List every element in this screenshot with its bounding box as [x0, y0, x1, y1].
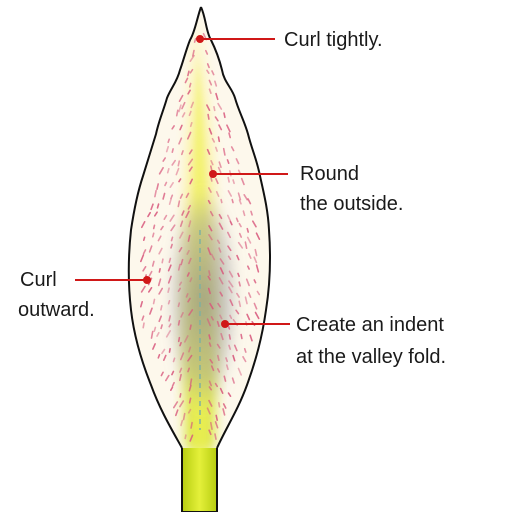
- speckle-mark: [153, 233, 154, 236]
- speckle-mark: [180, 343, 181, 346]
- annotation-text: Round: [300, 163, 359, 185]
- speckle-mark: [143, 323, 144, 328]
- speckle-mark: [154, 328, 155, 332]
- speckle-mark: [218, 356, 219, 361]
- speckle-mark: [172, 149, 173, 152]
- speckle-mark: [241, 335, 242, 339]
- speckle-mark: [239, 301, 240, 306]
- speckle-mark: [208, 115, 209, 120]
- speckle-mark: [161, 306, 162, 310]
- speckle-mark: [219, 137, 220, 141]
- speckle-mark: [224, 113, 225, 117]
- speckle-mark: [171, 245, 172, 248]
- annotation-text: the outside.: [300, 193, 403, 215]
- speckle-mark: [154, 225, 155, 228]
- speckle-mark: [214, 107, 215, 111]
- indent-shadow: [167, 188, 239, 412]
- speckle-mark: [159, 269, 160, 272]
- speckle-mark: [178, 201, 179, 206]
- speckle-mark: [169, 301, 170, 304]
- speckle-mark: [169, 316, 170, 321]
- speckle-mark: [228, 160, 229, 163]
- speckle-mark: [229, 345, 230, 349]
- petal: [129, 7, 270, 450]
- speckle-mark: [233, 180, 234, 183]
- speckle-mark: [179, 338, 180, 342]
- speckle-mark: [238, 274, 239, 277]
- speckle-mark: [179, 321, 180, 325]
- leader-dot: [143, 276, 151, 284]
- speckle-mark: [191, 123, 192, 127]
- speckle-mark: [245, 349, 246, 352]
- annotation-text: Curl tightly.: [284, 29, 383, 51]
- speckle-mark: [169, 259, 170, 263]
- speckle-mark: [219, 403, 220, 407]
- speckle-mark: [190, 325, 191, 329]
- leader-dot: [221, 320, 229, 328]
- speckle-mark: [209, 335, 210, 339]
- speckle-mark: [226, 358, 227, 361]
- speckle-mark: [251, 211, 252, 215]
- speckle-mark: [162, 259, 163, 263]
- speckle-mark: [185, 435, 186, 438]
- speckle-mark: [211, 166, 212, 171]
- speckle-mark: [188, 71, 189, 75]
- speckle-mark: [174, 358, 175, 361]
- speckle-mark: [168, 139, 169, 142]
- speckle-mark: [158, 204, 159, 208]
- speckle-mark: [154, 299, 155, 303]
- speckle-mark: [178, 303, 179, 306]
- speckle-mark: [190, 398, 191, 403]
- speckle-mark: [168, 169, 169, 173]
- speckle-mark: [170, 349, 171, 352]
- stem: [182, 440, 217, 512]
- speckle-mark: [178, 161, 179, 166]
- speckle-mark: [188, 368, 189, 371]
- speckle-mark: [182, 151, 183, 155]
- leader-dot: [196, 35, 204, 43]
- speckle-mark: [195, 39, 196, 42]
- speckle-mark: [190, 84, 191, 87]
- annotation-text: outward.: [18, 299, 95, 321]
- speckle-mark: [228, 178, 229, 182]
- speckle-mark: [232, 200, 233, 203]
- speckle-mark: [210, 343, 211, 346]
- speckle-mark: [158, 355, 159, 358]
- speckle-mark: [161, 325, 162, 328]
- annotation-text: Curl: [20, 269, 57, 291]
- annotation-curl-tightly: Curl tightly.: [196, 29, 383, 51]
- speckle-mark: [172, 237, 173, 240]
- speckle-mark: [180, 394, 181, 397]
- leader-dot: [209, 170, 217, 178]
- speckle-mark: [191, 423, 192, 428]
- speckle-mark: [209, 271, 210, 275]
- speckle-mark: [184, 414, 185, 420]
- speckle-mark: [177, 110, 178, 115]
- speckle-mark: [228, 326, 229, 329]
- speckle-mark: [191, 379, 192, 384]
- speckle-mark: [216, 415, 217, 420]
- speckle-mark: [221, 200, 222, 203]
- annotation-text: at the valley fold.: [296, 346, 446, 368]
- speckle-mark: [229, 335, 230, 339]
- speckle-mark: [247, 229, 248, 232]
- speckle-mark: [215, 434, 216, 439]
- speckle-mark: [187, 294, 188, 297]
- speckle-mark: [239, 282, 240, 286]
- speckle-mark: [168, 288, 169, 292]
- speckle-mark: [144, 237, 145, 240]
- annotation-text: Create an indent: [296, 314, 444, 336]
